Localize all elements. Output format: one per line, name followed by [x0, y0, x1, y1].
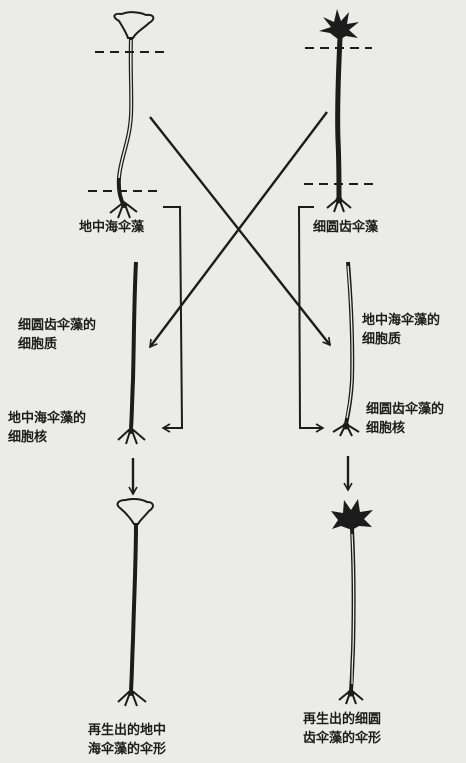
med-stalk-top	[116, 37, 134, 207]
nucleus-icon	[121, 202, 127, 208]
graft-left-stalk	[129, 261, 138, 429]
cross-arrows	[149, 111, 331, 349]
label-med-cytoplasm: 地中海伞藻的细胞质	[362, 313, 441, 347]
cren-stalk-top	[335, 37, 343, 201]
regen-cren-stalk-inner	[351, 533, 355, 685]
cap-cren-icon	[319, 9, 359, 40]
graft-right	[332, 261, 360, 437]
nucleus-transfer-arrows	[161, 206, 325, 433]
label-cren-cytoplasm: 细圆齿伞藻的细胞质	[18, 318, 97, 352]
cren-alga-top	[319, 9, 359, 213]
nucleus-icon	[128, 690, 134, 696]
nucleus-icon	[347, 689, 355, 697]
down-arrows	[128, 456, 353, 496]
nucleus-icon	[342, 422, 350, 430]
med-stalk-top-inner	[118, 39, 133, 179]
graft-left	[117, 261, 146, 445]
nucleus-icon	[335, 196, 343, 204]
cap-med-icon	[113, 11, 155, 39]
cap-med-icon	[116, 497, 154, 525]
regen-cren	[331, 499, 373, 705]
label-cren-nucleus: 细圆齿伞藻的细胞核	[366, 402, 445, 436]
regen-med	[116, 497, 154, 707]
cut-lines-right	[304, 47, 374, 185]
arrow-icon	[297, 206, 325, 433]
regen-med-stalk	[129, 523, 138, 691]
nucleus-icon	[128, 428, 134, 434]
cut-lines-left	[88, 51, 165, 192]
label-regen-med: 再生出的地中海伞藻的伞形	[88, 723, 167, 757]
med-alga-top	[109, 11, 155, 219]
cap-cren-icon	[331, 499, 373, 530]
graft-right-stalk-inner	[346, 265, 353, 419]
label-med-nucleus: 地中海伞藻的细胞核	[8, 411, 87, 445]
label-regen-cren: 再生出的细圆齿伞藻的伞形	[303, 712, 382, 746]
arrow-icon	[161, 206, 184, 433]
label-cren-top: 细圆齿伞藻	[313, 220, 379, 235]
label-med-top: 地中海伞藻	[79, 220, 145, 235]
